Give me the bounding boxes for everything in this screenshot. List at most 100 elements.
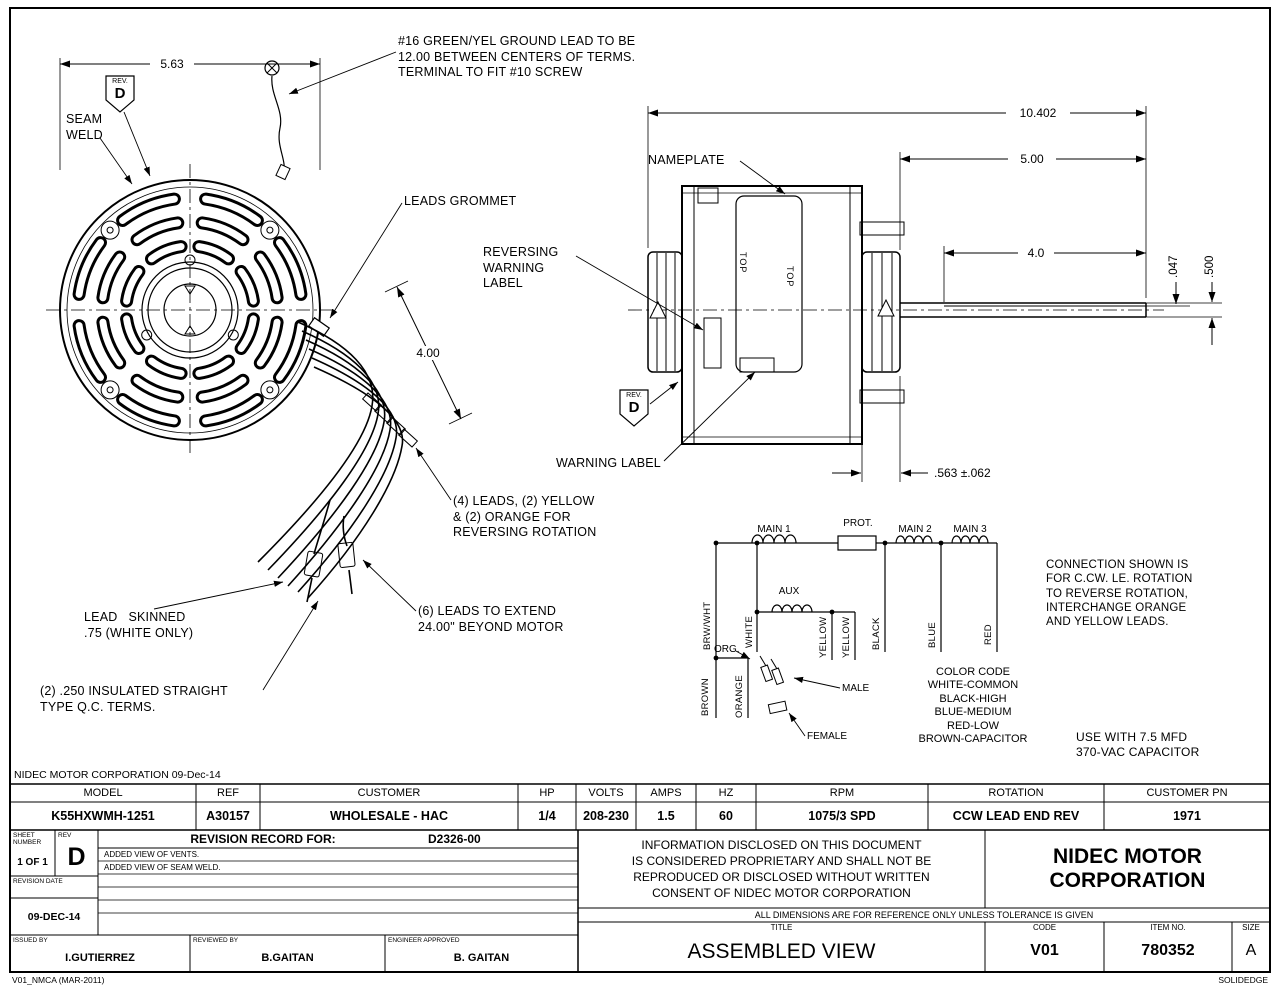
dim-lead-length: 4.00 (406, 346, 450, 360)
leads-grommet-label: LEADS GROMMET (404, 194, 517, 208)
engineer-approved-value: B. GAITAN (453, 952, 510, 964)
spec-value-model: K55HXWMH-1251 (51, 809, 155, 823)
front-view-dimensions (59, 58, 473, 425)
footer-form-number: V01_NMCA (MAR-2011) (12, 975, 105, 985)
schematic-main3-label: MAIN 3 (953, 524, 987, 535)
lead-label-brw-wht: BRW/WHT (702, 601, 713, 650)
spec-value-customer-pn: 1971 (1173, 809, 1201, 823)
dim-shaft-extension: 5.00 (1008, 152, 1056, 166)
side-view-dimensions (647, 106, 1222, 482)
title-value: ASSEMBLED VIEW (687, 940, 876, 963)
spec-value-rotation: CCW LEAD END REV (952, 809, 1080, 823)
revision-record-number: D2326-00 (428, 832, 481, 846)
spec-header-hz: HZ (718, 787, 734, 799)
spec-header-customer: CUSTOMER (357, 787, 421, 799)
connection-note: CONNECTION SHOWN IS FOR C.CW. LE. ROTATI… (1046, 559, 1193, 628)
reversing-warning-label-callout: REVERSING WARNING LABEL (483, 245, 559, 290)
schematic-main1-label: MAIN 1 (757, 524, 791, 535)
spec-value-hp: 1/4 (538, 809, 556, 823)
rev-column-label: REV (58, 832, 72, 839)
engineer-approved-label: ENGINEER APPROVED (388, 937, 460, 944)
dim-overall-length: 10.402 (1006, 106, 1070, 120)
item-no-label: ITEM NO. (1150, 923, 1186, 932)
spec-value-hz: 60 (719, 809, 733, 823)
lead-label-brown: BROWN (700, 678, 711, 716)
schematic-female-label: FEMALE (807, 731, 848, 742)
rev-shield-side (619, 381, 679, 427)
issued-by-value: I.GUTIERREZ (65, 952, 135, 964)
lead-label-black: BLACK (871, 617, 882, 650)
rev-shield-front-letter: D (114, 85, 126, 102)
revision-date-label: REVISION DATE (13, 878, 63, 885)
rev-shield-front (105, 75, 151, 177)
motor-side-view (628, 185, 1164, 445)
spec-header-customer-pn: CUSTOMER PN (1146, 787, 1228, 799)
nameplate-top-marking-2: TOP (785, 266, 795, 288)
capacitor-note: USE WITH 7.5 MFD 370-VAC CAPACITOR (1076, 730, 1200, 759)
code-value: V01 (1030, 942, 1059, 959)
spec-header-amps: AMPS (650, 787, 682, 799)
lead-label-blue: BLUE (927, 621, 938, 648)
reviewed-by-label: REVIEWED BY (193, 937, 239, 944)
revision-date-value: 09-DEC-14 (27, 910, 81, 923)
reversing-leads-note: (4) LEADS, (2) YELLOW & (2) ORANGE FOR R… (453, 494, 597, 539)
spec-header-model: MODEL (83, 787, 123, 799)
code-label: CODE (1032, 923, 1057, 932)
nameplate-label: NAMEPLATE (648, 153, 725, 167)
rev-shield-side-letter: D (628, 399, 640, 416)
spec-value-rpm: 1075/3 SPD (808, 809, 876, 823)
spec-header-volts: VOLTS (588, 787, 624, 799)
dim-front-width: 5.63 (150, 57, 194, 71)
schematic-male-label: MALE (842, 683, 870, 694)
spec-value-customer: WHOLESALE - HAC (329, 809, 449, 823)
sheet-number-label: SHEET NUMBER (13, 832, 42, 847)
spec-header-ref: REF (217, 787, 239, 799)
nameplate-top-marking-1: TOP (738, 252, 748, 274)
revision-record-label: REVISION RECORD FOR: (190, 832, 336, 846)
tolerance-note: ALL DIMENSIONS ARE FOR REFERENCE ONLY UN… (754, 910, 1094, 920)
seam-weld-label: SEAM WELD (66, 112, 103, 142)
size-value: A (1245, 942, 1257, 959)
lead-label-yellow-b: YELLOW (841, 616, 852, 658)
reviewed-by-value: B.GAITAN (261, 952, 314, 964)
lead-label-red: RED (983, 624, 994, 645)
spec-header-hp: HP (539, 787, 555, 799)
lead-label-orange: ORANGE (734, 675, 745, 718)
color-code-note: COLOR CODE WHITE-COMMON BLACK-HIGH BLUE-… (918, 666, 1028, 746)
dim-shaft-dia: .500 (1204, 255, 1216, 278)
rev-shield-front-label: REV. (112, 78, 128, 85)
title-label: TITLE (770, 923, 793, 932)
warning-label-callout: WARNING LABEL (556, 456, 661, 470)
wiring-schematic (713, 534, 998, 718)
spec-value-amps: 1.5 (657, 809, 675, 823)
spec-header-rpm: RPM (829, 787, 855, 799)
proprietary-statement: INFORMATION DISCLOSED ON THIS DOCUMENT I… (631, 837, 932, 901)
spec-header-rotation: ROTATION (988, 787, 1044, 799)
motor-front-view (46, 60, 419, 603)
footer-cad-system: SOLIDEDGE (1218, 975, 1268, 985)
sheet-number-value: 1 OF 1 (17, 856, 48, 868)
lead-skinned-note: LEAD SKINNED .75 (WHITE ONLY) (84, 610, 194, 640)
callout-leaders (99, 51, 841, 737)
item-no-value: 780352 (1141, 942, 1195, 959)
dim-shaft-flat: 4.0 (1018, 246, 1054, 260)
dim-hub-spacing: .563 ±.062 (932, 466, 993, 480)
qc-terms-note: (2) .250 INSULATED STRAIGHT TYPE Q.C. TE… (40, 684, 228, 714)
revision-entry-2: ADDED VIEW OF SEAM WELD. (104, 863, 221, 872)
issued-by-label: ISSUED BY (13, 937, 48, 944)
dim-flat-depth: .047 (1168, 255, 1180, 278)
header-note: NIDEC MOTOR CORPORATION 09-Dec-14 (14, 769, 221, 781)
title-block-grid (9, 7, 1271, 973)
lead-label-yellow-a: YELLOW (818, 616, 829, 658)
schematic-main2-label: MAIN 2 (898, 524, 932, 535)
leads-extend-note: (6) LEADS TO EXTEND 24.00" BEYOND MOTOR (418, 604, 564, 634)
rev-column-value: D (67, 842, 86, 871)
ground-lead-note: #16 GREEN/YEL GROUND LEAD TO BE 12.00 BE… (398, 34, 636, 79)
spec-value-volts: 208-230 (583, 809, 629, 823)
revision-entry-1: ADDED VIEW OF VENTS. (104, 850, 200, 859)
schematic-aux-label: AUX (778, 586, 800, 597)
lead-label-white: WHITE (744, 615, 755, 648)
schematic-org-label: ORG. (714, 644, 740, 655)
